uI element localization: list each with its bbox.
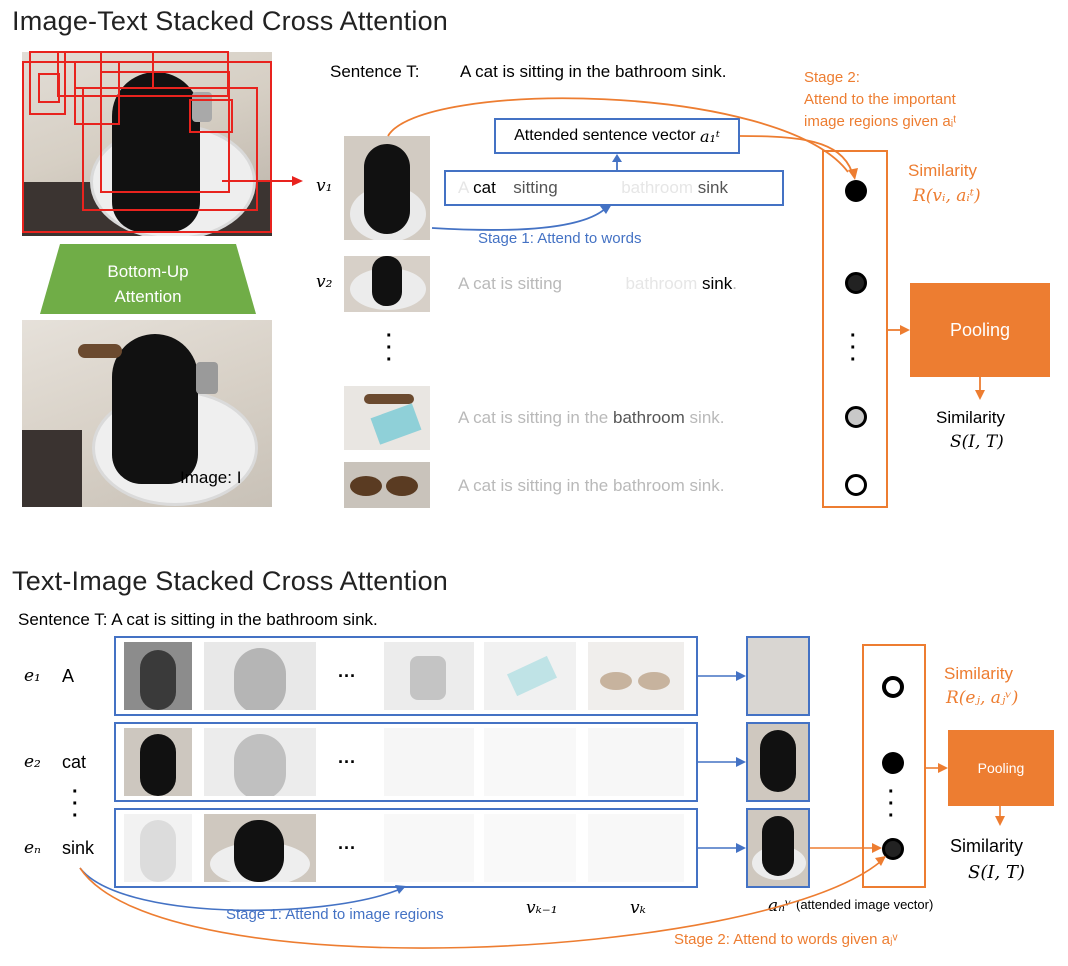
row-label-e2: e₂: [24, 752, 41, 772]
similarity-dot-1: [845, 180, 867, 202]
bottom-dot-1: [882, 676, 904, 698]
region-label-v1: v₁: [316, 176, 333, 196]
bottom-final-similarity: Similarity: [950, 836, 1024, 856]
attended-image-vector-label: (attended image vector): [796, 897, 934, 912]
top-sentence-label: Sentence T:: [330, 62, 420, 81]
top-final-similarity: Similarity: [936, 408, 1005, 427]
region-thumb-2: [344, 256, 430, 312]
bottom-up-label: Bottom-Up Attention: [107, 262, 189, 306]
row-word-2: cat: [62, 752, 87, 772]
bottom-arrows: [79, 671, 1005, 949]
top-arrows: [387, 97, 985, 400]
bottom-pooling-box: Pooling: [948, 730, 1054, 806]
bottom-similarity-column: [862, 644, 926, 888]
similarity-dot-4: [845, 474, 867, 496]
image-row-n: ···: [114, 808, 698, 888]
similarity-dot-2: [845, 272, 867, 294]
top-similarity-label: Similarity: [908, 161, 977, 180]
vertical-ellipsis-column: ···: [850, 325, 857, 371]
row3-words: A cat is sitting in the bathroom sink.: [458, 408, 725, 427]
vertical-ellipsis-top: ···: [386, 325, 393, 371]
attention-words-row-1: [444, 170, 784, 206]
bottom-similarity-formula: R(eⱼ, aⱼᵛ): [946, 688, 1019, 708]
bottom-sentence: Sentence T: A cat is sitting in the bath…: [18, 610, 378, 629]
row2-words: A cat is sitting bathroom sink.: [458, 274, 737, 293]
row1-words: A cat sitting bathroom sink: [458, 178, 728, 197]
top-stage1-label: Stage 1: Attend to words: [478, 230, 642, 247]
top-sentence-text: A cat is sitting in the bathroom sink.: [460, 62, 727, 81]
row-word-n: sink: [62, 838, 95, 858]
region-thumb-1: [344, 136, 430, 240]
row-label-en: eₙ: [24, 838, 41, 858]
image-label: Image: I: [180, 468, 242, 487]
row4-words: A cat is sitting in the bathroom sink.: [458, 476, 725, 495]
attended-image-1: [746, 636, 810, 716]
top-stage2-label: Stage 2: Attend to the important image r…: [804, 69, 957, 130]
top-final-formula: S(I, T): [950, 432, 1004, 452]
vertical-ellipsis-rows: ···: [72, 781, 79, 827]
image-row-2: ···: [114, 722, 698, 802]
bottom-stage2-label: Stage 2: Attend to words given aⱼᵛ: [674, 931, 898, 948]
top-similarity-formula: R(vᵢ, aᵢᵗ): [913, 186, 981, 206]
bottom-final-formula: S(I, T): [968, 862, 1025, 883]
attended-image-2: [746, 722, 810, 802]
region-thumb-3: [344, 386, 430, 450]
label-vk: vₖ: [630, 898, 646, 918]
row-word-1: A: [62, 666, 75, 686]
attended-sentence-vector-box: Attended sentence vector a₁ᵗ: [494, 118, 740, 154]
region-label-v2: v₂: [316, 272, 333, 292]
bottom-dot-2: [882, 752, 904, 774]
region-boxes: [22, 51, 303, 233]
input-image: [22, 320, 272, 507]
row-label-e1: e₁: [24, 666, 41, 686]
label-vk-1: vₖ₋₁: [526, 898, 558, 918]
bottom-title: Text-Image Stacked Cross Attention: [12, 566, 449, 596]
vertical-ellipsis-bottom-column: ···: [888, 781, 895, 827]
similarity-dot-3: [845, 406, 867, 428]
image-row-1: ···: [114, 636, 698, 716]
region-thumb-4: [344, 462, 430, 508]
attended-image-n: [746, 808, 810, 888]
top-similarity-column: [822, 150, 888, 508]
bottom-up-attention-shape: [40, 244, 256, 314]
bottom-similarity-label: Similarity: [944, 664, 1013, 683]
bottom-dot-n: [882, 838, 904, 860]
top-title: Image-Text Stacked Cross Attention: [12, 6, 449, 36]
top-pooling-box: Pooling: [910, 283, 1050, 377]
